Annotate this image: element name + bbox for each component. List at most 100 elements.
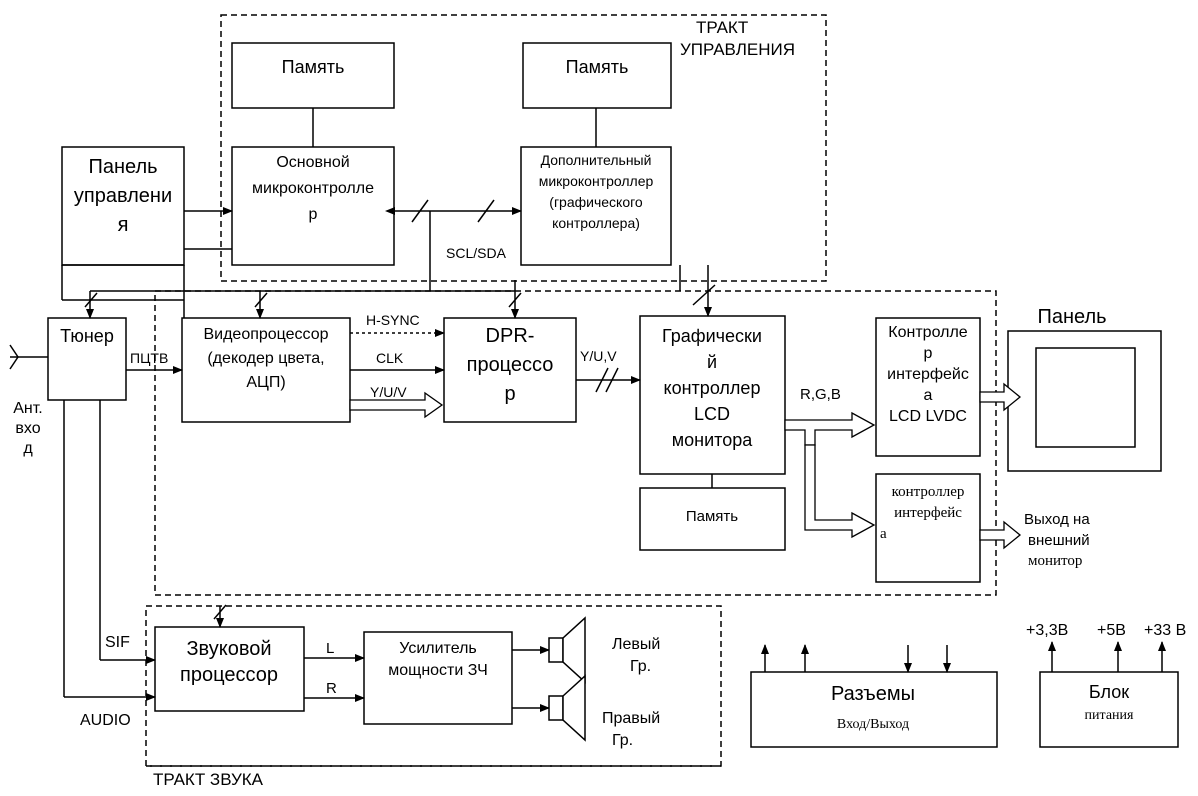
rgb-hollow-ext: [804, 444, 876, 539]
antenna-v2: [9, 356, 19, 370]
r-label: R: [326, 680, 337, 697]
amp-label-2: мощности ЗЧ: [388, 662, 488, 679]
psu-title: Блок: [1088, 682, 1130, 702]
control-panel-label-1: Панель: [88, 156, 158, 178]
connectors-title: Разъемы: [830, 683, 916, 705]
left-spk-cone: [562, 616, 586, 684]
v33-label: +3,3В: [1026, 622, 1069, 639]
video-proc-label-2: (декодер цвета,: [207, 350, 325, 367]
rgb-hollow-lcd: [784, 411, 876, 446]
ext-out-label-1: Выход на: [1024, 511, 1090, 528]
dpr-label-2: процессо: [466, 354, 554, 376]
audio-label: AUDIO: [80, 712, 131, 729]
main-mcu-label-3: р: [308, 206, 318, 223]
graphics-ctrl-box: [639, 315, 786, 475]
right-spk-label-1: Правый: [602, 710, 661, 727]
tuner-box: [47, 317, 127, 401]
ext-iface-label-3: а: [880, 526, 887, 542]
video-proc-label-3: АЦП): [246, 374, 286, 391]
lcd-iface-label-2: р: [923, 345, 933, 362]
yuv-slash-1: [595, 367, 609, 393]
graphics-ctrl-label-1: Графически: [662, 326, 762, 346]
sound-proc-box: [154, 626, 305, 712]
control-zone: [220, 14, 827, 282]
video-zone: [154, 290, 997, 596]
ext-out-label-2: внешний: [1028, 532, 1090, 549]
ext-iface-label-2: интерфейс: [894, 505, 962, 521]
memory-aux-label: Память: [565, 57, 629, 77]
yuv-slash-2: [605, 367, 619, 393]
right-spk-coil: [548, 695, 564, 721]
i2c-slash-2: [477, 199, 495, 223]
dpr-label-1: DPR-: [485, 325, 535, 347]
graphics-ctrl-label-3: контроллер: [663, 378, 761, 398]
v33b-label: +33 В: [1144, 622, 1187, 639]
lcd-iface-label-5: LCD LVDC: [889, 408, 967, 425]
main-mcu-label-1: Основной: [276, 154, 350, 171]
panel-label: Панель: [1037, 306, 1107, 328]
scl-sda-label: SCL/SDA: [446, 245, 506, 261]
graphics-ctrl-label-4: LCD: [693, 404, 731, 424]
dpr-label-3: р: [504, 383, 516, 405]
yuv-comma-label: Y/U,V: [580, 348, 617, 364]
amp-box: [363, 631, 513, 725]
lcd-iface-label-1: Контролле: [888, 324, 968, 341]
psu-subtitle: питания: [1084, 708, 1134, 723]
main-mcu-box: [231, 146, 395, 266]
ext-iface-box: [875, 473, 981, 583]
psu-box: [1039, 671, 1179, 748]
tuner-bus-slash: [84, 292, 98, 308]
aux-mcu-label-4: контроллера): [552, 215, 640, 231]
hsync-label: H-SYNC: [366, 312, 420, 328]
sound-zone: [145, 605, 722, 767]
pctv-label: ПЦТВ: [130, 350, 169, 366]
ext-out-arrow: [979, 520, 1022, 550]
rgb-label: R,G,B: [800, 386, 841, 403]
sound-proc-label-1: Звуковой: [186, 638, 272, 660]
control-panel-label-2: управлени: [73, 185, 173, 207]
lcd-iface-label-4: а: [923, 387, 933, 404]
ext-out-label-3: монитор: [1028, 553, 1083, 569]
aux-mcu-box: [520, 146, 672, 266]
antenna-v1: [9, 344, 19, 358]
left-spk-coil: [548, 637, 564, 663]
aux-mcu-label-3: (графического: [549, 194, 643, 210]
connectors-box: [750, 671, 998, 748]
aux-mcu-label-1: Дополнительный: [540, 152, 652, 168]
yuv-hollow-arrow: [349, 391, 444, 419]
right-spk-label-2: Гр.: [612, 732, 634, 749]
left-spk-label-2: Гр.: [630, 658, 652, 675]
aux-mcu-label-2: микроконтроллер: [538, 173, 654, 189]
tuner-label: Тюнер: [60, 326, 114, 346]
clk-label: CLK: [376, 350, 404, 366]
aux-graphics-slash: [692, 284, 716, 306]
main-mcu-label-2: микроконтролле: [252, 180, 374, 197]
memory-aux-box: [522, 42, 672, 109]
lcd-iface-label-3: интерфейс: [887, 366, 969, 383]
connectors-subtitle: Вход/Выход: [836, 717, 910, 732]
memory-graphics-label: Память: [685, 508, 739, 525]
left-spk-label-1: Левый: [612, 636, 661, 653]
right-spk-cone: [562, 674, 586, 742]
sound-zone-label: ТРАКТ ЗВУКА: [153, 770, 264, 789]
ext-iface-label-1: контроллер: [891, 484, 965, 500]
video-proc-label-1: Видеопроцессор: [203, 326, 329, 343]
graphics-ctrl-label-2: й: [706, 352, 718, 372]
control-panel-label-3: я: [117, 214, 129, 236]
sif-label: SIF: [105, 634, 130, 651]
lcd-iface-box: [875, 317, 981, 457]
amp-label-1: Усилитель: [399, 640, 477, 657]
antenna-label-3: д: [23, 440, 33, 457]
memory-main-label: Память: [281, 57, 345, 77]
video-proc-box: [181, 317, 351, 423]
graphics-ctrl-label-5: монитора: [671, 430, 753, 450]
control-zone-label-2: УПРАВЛЕНИЯ: [680, 40, 795, 59]
antenna-label-1: Ант.: [13, 400, 43, 417]
panel-screen: [1035, 347, 1136, 448]
antenna-label-2: вхо: [15, 420, 41, 437]
memory-main-box: [231, 42, 395, 109]
l-label: L: [326, 640, 335, 657]
control-zone-label-1: ТРАКТ: [696, 18, 749, 37]
v5-label: +5В: [1097, 622, 1126, 639]
